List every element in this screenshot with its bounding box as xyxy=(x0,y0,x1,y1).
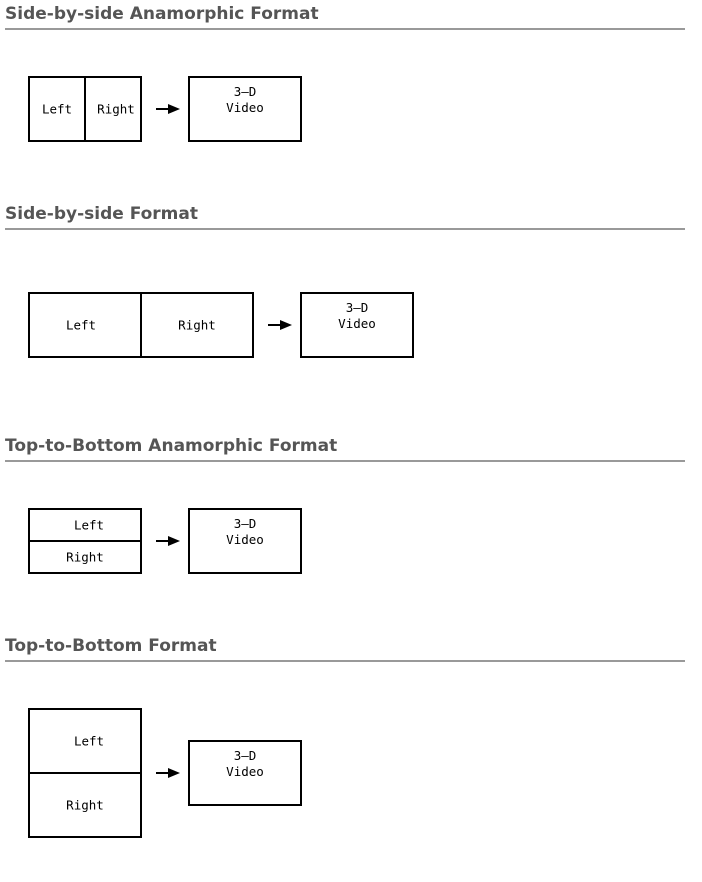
left-label: Left xyxy=(41,101,73,117)
left-label: Left xyxy=(65,317,97,333)
frame-divider xyxy=(140,292,142,358)
output-label-line2: Video xyxy=(226,532,264,547)
section-heading: Side-by-side Format xyxy=(5,204,198,224)
right-label: Right xyxy=(66,549,104,565)
divider xyxy=(5,460,685,462)
arrow-right-icon xyxy=(156,768,180,778)
frame-divider xyxy=(84,76,86,142)
output-label-line2: Video xyxy=(226,764,264,779)
right-label: Right xyxy=(97,101,135,117)
left-label: Left xyxy=(73,517,105,533)
output-label-line1: 3–D xyxy=(233,84,257,99)
output-label-line1: 3–D xyxy=(233,516,257,531)
arrow-right-icon xyxy=(268,320,292,330)
arrow-right-icon xyxy=(156,536,180,546)
divider xyxy=(5,660,685,662)
frame-divider xyxy=(28,772,142,774)
section-heading: Top-to-Bottom Anamorphic Format xyxy=(5,436,338,456)
output-label-line1: 3–D xyxy=(233,748,257,763)
frame-divider xyxy=(28,540,142,542)
right-label: Right xyxy=(66,797,104,813)
output-label-line2: Video xyxy=(226,100,264,115)
section-heading: Top-to-Bottom Format xyxy=(5,636,217,656)
divider xyxy=(5,228,685,230)
output-label-line1: 3–D xyxy=(345,300,369,315)
section-heading: Side-by-side Anamorphic Format xyxy=(5,4,319,24)
arrow-right-icon xyxy=(156,104,180,114)
output-label-line2: Video xyxy=(338,316,376,331)
divider xyxy=(5,28,685,30)
left-label: Left xyxy=(73,733,105,749)
right-label: Right xyxy=(178,317,216,333)
